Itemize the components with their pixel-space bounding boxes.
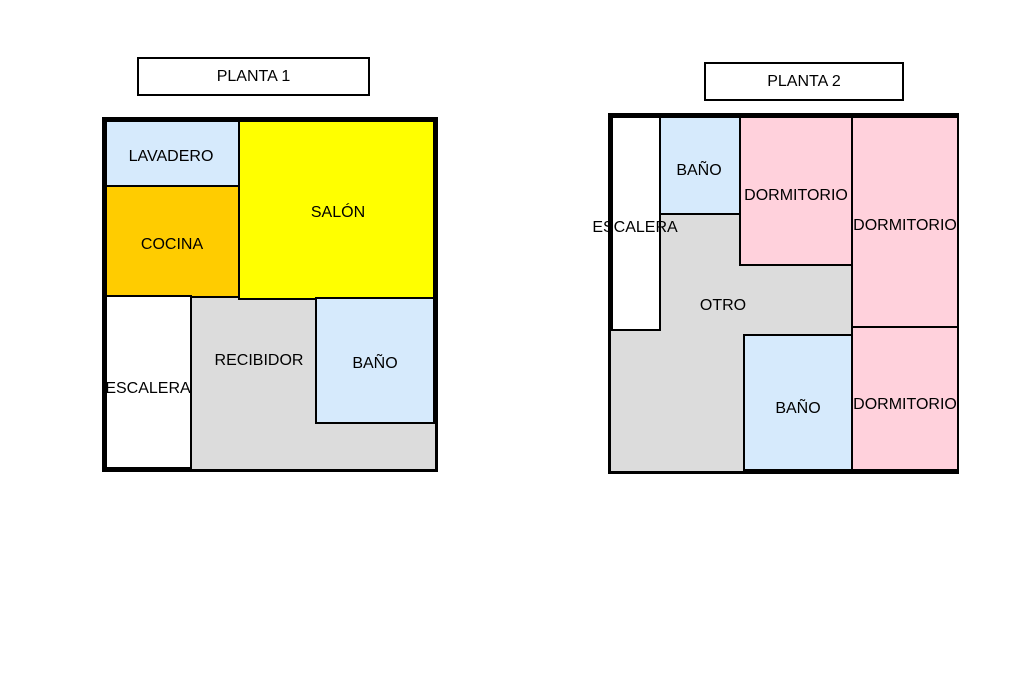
plan1-room-lavadero: [105, 120, 240, 187]
plan1-label-salon: SALÓN: [310, 204, 366, 221]
plan2-room-bano-top: [659, 116, 741, 215]
plan1-room-salon: [238, 120, 435, 300]
plan1-title-text: PLANTA 1: [216, 67, 291, 85]
plan1-label-cocina: COCINA: [140, 236, 204, 253]
plan2-room-dormitorio-mid: [739, 116, 853, 266]
plan2-label-bano-top: BAÑO: [676, 162, 722, 179]
plan2-room-bano-bottom: [743, 334, 853, 471]
plan2-label-otro: OTRO: [699, 297, 747, 314]
plan2-label-dormitorio-right-top: DORMITORIO: [853, 217, 957, 234]
plan2-label-escalera: ESCALERA: [592, 219, 678, 236]
plan1-floorplan: LAVADERO SALÓN COCINA ESCALERA RECIBIDOR…: [102, 117, 438, 472]
plan2-floorplan: ESCALERA BAÑO DORMITORIO DORMITORIO OTRO…: [592, 113, 959, 474]
plan2-room-escalera: [611, 116, 661, 331]
plan2-room-dormitorio-right-top: [851, 116, 959, 328]
plan2-label-bano-bottom: BAÑO: [775, 400, 821, 417]
plan2-label-dormitorio-mid: DORMITORIO: [744, 187, 848, 204]
plan2-title-text: PLANTA 2: [767, 72, 841, 90]
plan1-label-recibidor: RECIBIDOR: [214, 352, 304, 369]
plan2-label-dormitorio-right-bottom: DORMITORIO: [853, 396, 957, 413]
plan2-room-dormitorio-right-bottom: [851, 326, 959, 471]
plan1-room-bano: [315, 297, 435, 424]
plan1-title: PLANTA 1: [137, 57, 370, 96]
plan1-room-escalera: [105, 295, 192, 469]
plan1-label-bano: BAÑO: [352, 355, 398, 372]
plan2-title: PLANTA 2: [704, 62, 904, 101]
plan1-label-escalera: ESCALERA: [105, 380, 191, 397]
plan1-label-lavadero: LAVADERO: [128, 148, 214, 165]
